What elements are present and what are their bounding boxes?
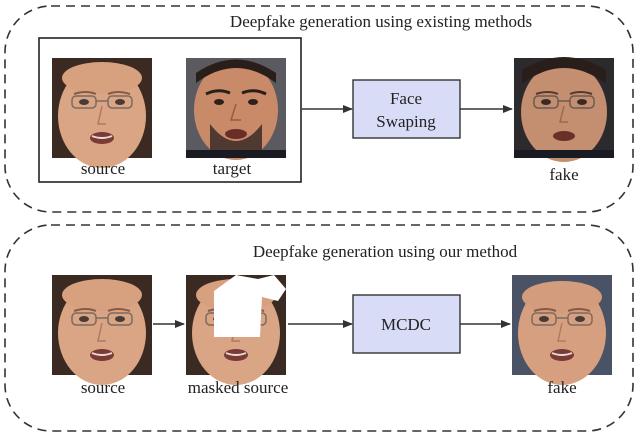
face-swapping-label-line1: Face — [390, 89, 422, 108]
target-face-image — [184, 56, 288, 162]
source-face-image-bottom — [51, 274, 153, 386]
face-swapping-box — [352, 79, 461, 139]
fake-face-image-bottom — [511, 274, 613, 386]
face-swapping-label-line2: Swaping — [376, 112, 436, 131]
fake-label-bottom: fake — [547, 378, 576, 397]
input-pair-box — [38, 37, 302, 183]
mcdc-label: MCDC — [381, 315, 431, 334]
bottom-panel-border — [4, 224, 634, 432]
mcdc-box — [352, 294, 461, 354]
bottom-panel-title: Deepfake generation using our method — [253, 242, 518, 261]
top-panel-title: Deepfake generation using existing metho… — [230, 12, 532, 31]
top-panel-border — [4, 5, 634, 213]
masked-source-label: masked source — [188, 378, 289, 397]
target-label: target — [213, 159, 252, 178]
mask-region — [214, 275, 286, 337]
fake-label-top: fake — [549, 165, 578, 184]
source-label-top: source — [81, 159, 125, 178]
masked-source-image — [185, 274, 287, 386]
fake-face-image-top — [513, 56, 615, 163]
source-face-image-top — [51, 57, 153, 169]
source-label-bottom: source — [81, 378, 125, 397]
